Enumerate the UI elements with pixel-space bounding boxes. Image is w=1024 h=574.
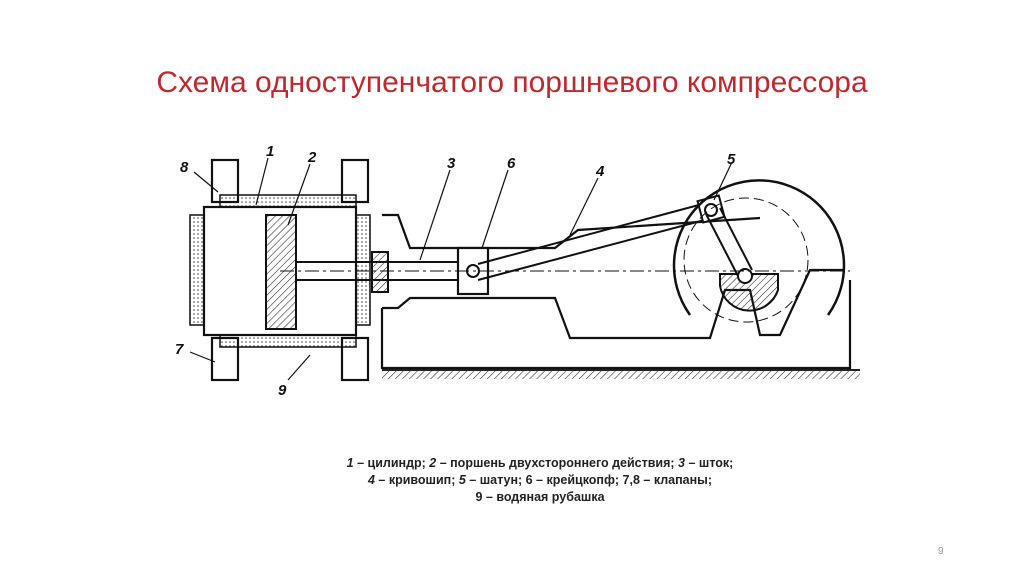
label-4: 4 [595,163,605,180]
slide-title: Схема одноступенчатого поршневого компре… [156,66,868,99]
label-8: 8 [180,159,189,176]
piston [265,214,297,330]
connecting-rod [477,194,726,281]
label-6: 6 [507,155,516,172]
diagram-caption: 1 – цилиндр; 2 – поршень двухстороннего … [300,455,780,506]
label-9: 9 [278,382,287,399]
page-number: 9 [938,546,944,557]
crank [705,207,779,312]
flywheel [672,179,846,323]
label-7: 7 [175,341,184,358]
water-jacket [189,194,371,348]
caption-line-2: 4 – кривошип; 5 – шатун; 6 – крейцкопф; … [367,473,713,487]
ground [382,369,860,379]
label-1: 1 [266,143,274,160]
label-2: 2 [307,149,317,166]
leaders [189,157,733,381]
caption-line-1: 1 – цилиндр; 2 – поршень двухстороннего … [346,456,734,470]
label-5: 5 [727,151,736,168]
compressor-frame [380,213,852,370]
label-3: 3 [447,155,456,172]
compressor-diagram: 1 2 3 6 4 5 8 7 9 [175,143,860,399]
piston-rod [296,251,470,293]
caption-line-3: 9 – водяная рубашка [475,490,605,504]
